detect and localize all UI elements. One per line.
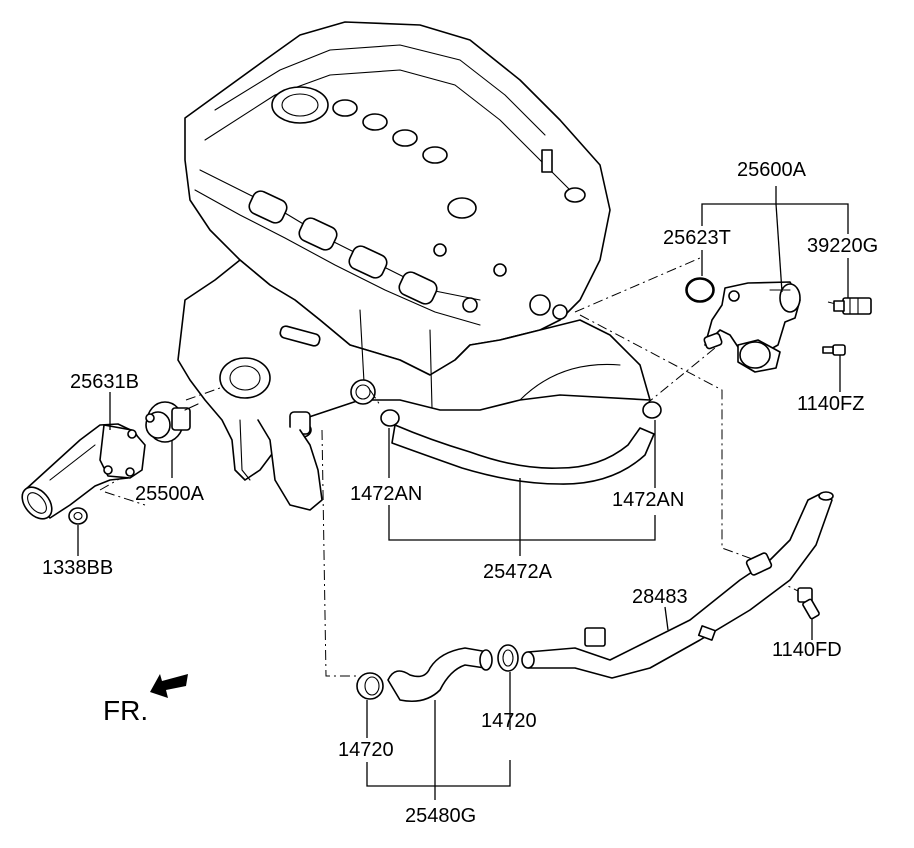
label-28483: 28483	[632, 586, 688, 608]
leader-lines	[77, 186, 849, 800]
bolt-1140fz	[822, 344, 846, 356]
front-arrow-icon	[150, 674, 188, 698]
label-39220g: 39220G	[807, 235, 878, 257]
label-25500a: 25500A	[135, 483, 205, 505]
thermostat-cover	[21, 423, 146, 520]
temperature-sensor	[833, 297, 872, 315]
label-14720-left: 14720	[338, 739, 394, 761]
part-labels: 25600A 25623T 39220G 1140FZ 25631B 25500…	[42, 159, 878, 827]
water-outlet-fitting	[685, 277, 801, 373]
center-lines	[99, 257, 841, 677]
hose-25472a	[380, 401, 662, 485]
label-1140fz: 1140FZ	[797, 393, 864, 415]
hose-25480g	[387, 647, 493, 703]
label-1140fd: 1140FD	[772, 639, 842, 661]
label-25480g: 25480G	[405, 805, 476, 827]
nut-1338bb	[68, 507, 88, 525]
front-label: FR.	[103, 695, 148, 726]
label-25623t: 25623T	[663, 227, 731, 249]
clamp-14720-right	[497, 644, 519, 672]
label-25472a: 25472A	[483, 561, 553, 583]
thermostat	[145, 401, 199, 443]
label-25631b: 25631B	[70, 371, 139, 393]
label-14720-right: 14720	[481, 710, 537, 732]
label-1338bb: 1338BB	[42, 557, 113, 579]
engine-block	[177, 21, 651, 511]
label-25600a: 25600A	[737, 159, 807, 181]
label-1472an-left: 1472AN	[350, 483, 422, 505]
label-1472an-right: 1472AN	[612, 489, 684, 511]
clamp-14720-left	[356, 672, 384, 700]
bolt-1140fd	[797, 587, 820, 620]
o-ring-25623t	[686, 278, 714, 302]
coolant-pipe-28483	[521, 491, 834, 679]
